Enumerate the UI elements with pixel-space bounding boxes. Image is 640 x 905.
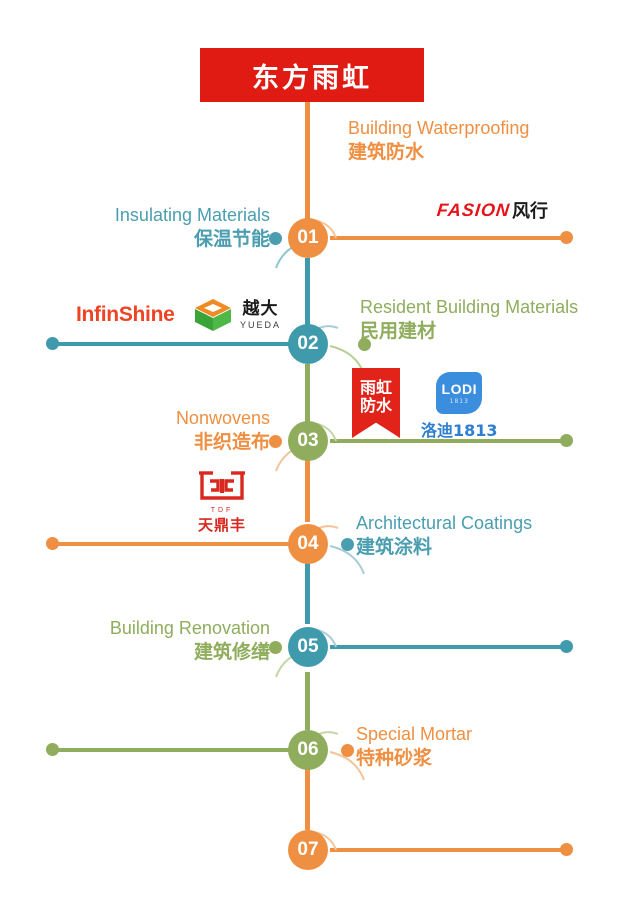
logo-yuhong-line2: 防水: [359, 396, 392, 415]
node-number: 03: [297, 430, 319, 451]
connector-enddot-02: [46, 337, 59, 350]
label-cn: 特种砂浆: [356, 747, 433, 769]
logo-lodi-mark-sub: 1813: [449, 398, 469, 405]
accent-dot-01: [269, 232, 282, 245]
label-en: Insulating Materials: [114, 205, 270, 225]
logo-tianding-feng: TDF 天鼎丰: [196, 465, 248, 535]
spine-segment-03-04: [305, 460, 310, 522]
logo-fasion-latin: FASION: [436, 199, 512, 220]
logo-lodi-mark: LODI: [441, 381, 477, 397]
accent-dot-02: [358, 338, 371, 351]
label-en: Building Waterproofing: [348, 118, 530, 138]
spine-segment-top: [305, 100, 310, 222]
label-en: Architectural Coatings: [356, 513, 533, 533]
label-cn: 建筑防水: [348, 141, 425, 163]
logo-fasion: FASION 风行: [436, 197, 549, 223]
timeline-node-03[interactable]: 03: [288, 421, 328, 461]
tdf-mark-icon: [196, 465, 248, 505]
connector-line-02: [52, 342, 290, 346]
label-insulating-materials: Insulating Materials 保温节能: [30, 204, 270, 252]
logo-yuhong-text: 雨虹 防水: [360, 379, 392, 415]
label-en: Building Renovation: [109, 618, 270, 638]
spine-segment-04-05: [305, 562, 310, 624]
spine-segment-01-02: [305, 258, 310, 326]
logo-yueda: 越大 YUEDA: [193, 298, 281, 332]
label-en: Special Mortar: [356, 724, 473, 744]
timeline-node-05[interactable]: 05: [288, 627, 328, 667]
label-resident-building-materials: Resident Building Materials 民用建材: [360, 296, 578, 344]
label-architectural-coatings: Architectural Coatings 建筑涂料: [356, 512, 532, 560]
label-en: Resident Building Materials: [360, 297, 579, 317]
node-number: 06: [297, 739, 319, 760]
accent-dot-05: [269, 641, 282, 654]
connector-line-05: [330, 645, 566, 649]
timeline-node-02[interactable]: 02: [288, 324, 328, 364]
company-name: 东方雨虹: [252, 62, 372, 94]
logo-lodi-cn: 洛迪1813: [421, 421, 498, 440]
spine-segment-06-07: [305, 768, 310, 830]
connector-line-07: [330, 848, 566, 852]
logo-tdf-cn: 天鼎丰: [197, 516, 246, 534]
label-special-mortar: Special Mortar 特种砂浆: [356, 723, 472, 771]
logo-lodi: LODI 1813 洛迪1813: [421, 372, 498, 441]
logo-yuhong-line1: 雨虹: [359, 378, 392, 397]
connector-line-03: [330, 439, 566, 443]
node-number: 07: [297, 839, 319, 860]
yueda-wordmark: 越大 YUEDA: [240, 298, 282, 330]
accent-dot-04: [341, 538, 354, 551]
logo-tdf-top: TDF: [210, 507, 234, 514]
connector-enddot-05: [560, 640, 573, 653]
accent-dot-03: [269, 435, 282, 448]
label-en: Nonwovens: [175, 408, 270, 428]
connector-line-04: [52, 542, 290, 546]
logo-infinshine: InfinShine: [76, 303, 175, 327]
company-banner: 东方雨虹: [200, 48, 424, 102]
node-number: 04: [297, 533, 319, 554]
label-cn: 建筑涂料: [356, 536, 433, 558]
spine-segment-02-03: [305, 364, 310, 422]
connector-enddot-03: [560, 434, 573, 447]
lodi-mark-icon: LODI 1813: [436, 372, 483, 414]
connector-line-01: [330, 236, 566, 240]
connector-enddot-04: [46, 537, 59, 550]
timeline-node-01[interactable]: 01: [288, 218, 328, 258]
timeline-node-06[interactable]: 06: [288, 730, 328, 770]
label-cn: 建筑修缮: [193, 641, 270, 663]
node-number: 05: [297, 636, 319, 657]
node-number: 01: [297, 227, 319, 248]
accent-curve-04: [329, 545, 365, 575]
timeline-node-04[interactable]: 04: [288, 524, 328, 564]
connector-enddot-07: [560, 843, 573, 856]
spine-segment-05-06: [305, 672, 310, 730]
label-cn: 非织造布: [193, 431, 270, 453]
label-nonwovens: Nonwovens 非织造布: [30, 407, 270, 455]
logo-yueda-cn: 越大: [242, 298, 279, 319]
label-building-waterproofing: Building Waterproofing 建筑防水: [348, 117, 529, 165]
logo-infinshine-text: InfinShine: [76, 303, 175, 326]
node-number: 02: [297, 333, 319, 354]
label-cn: 民用建材: [360, 320, 437, 342]
label-building-renovation: Building Renovation 建筑修缮: [30, 617, 270, 665]
label-cn: 保温节能: [193, 228, 270, 250]
logo-fasion-cn: 风行: [512, 201, 549, 222]
yueda-mark-icon: [193, 298, 233, 332]
logo-yuhong-waterproof: 雨虹 防水: [352, 368, 400, 438]
timeline-node-07[interactable]: 07: [288, 830, 328, 870]
accent-dot-06: [341, 744, 354, 757]
connector-enddot-06: [46, 743, 59, 756]
accent-curve-06: [329, 751, 365, 781]
connector-enddot-01: [560, 231, 573, 244]
connector-line-06: [52, 748, 290, 752]
logo-yueda-en: YUEDA: [240, 319, 282, 330]
